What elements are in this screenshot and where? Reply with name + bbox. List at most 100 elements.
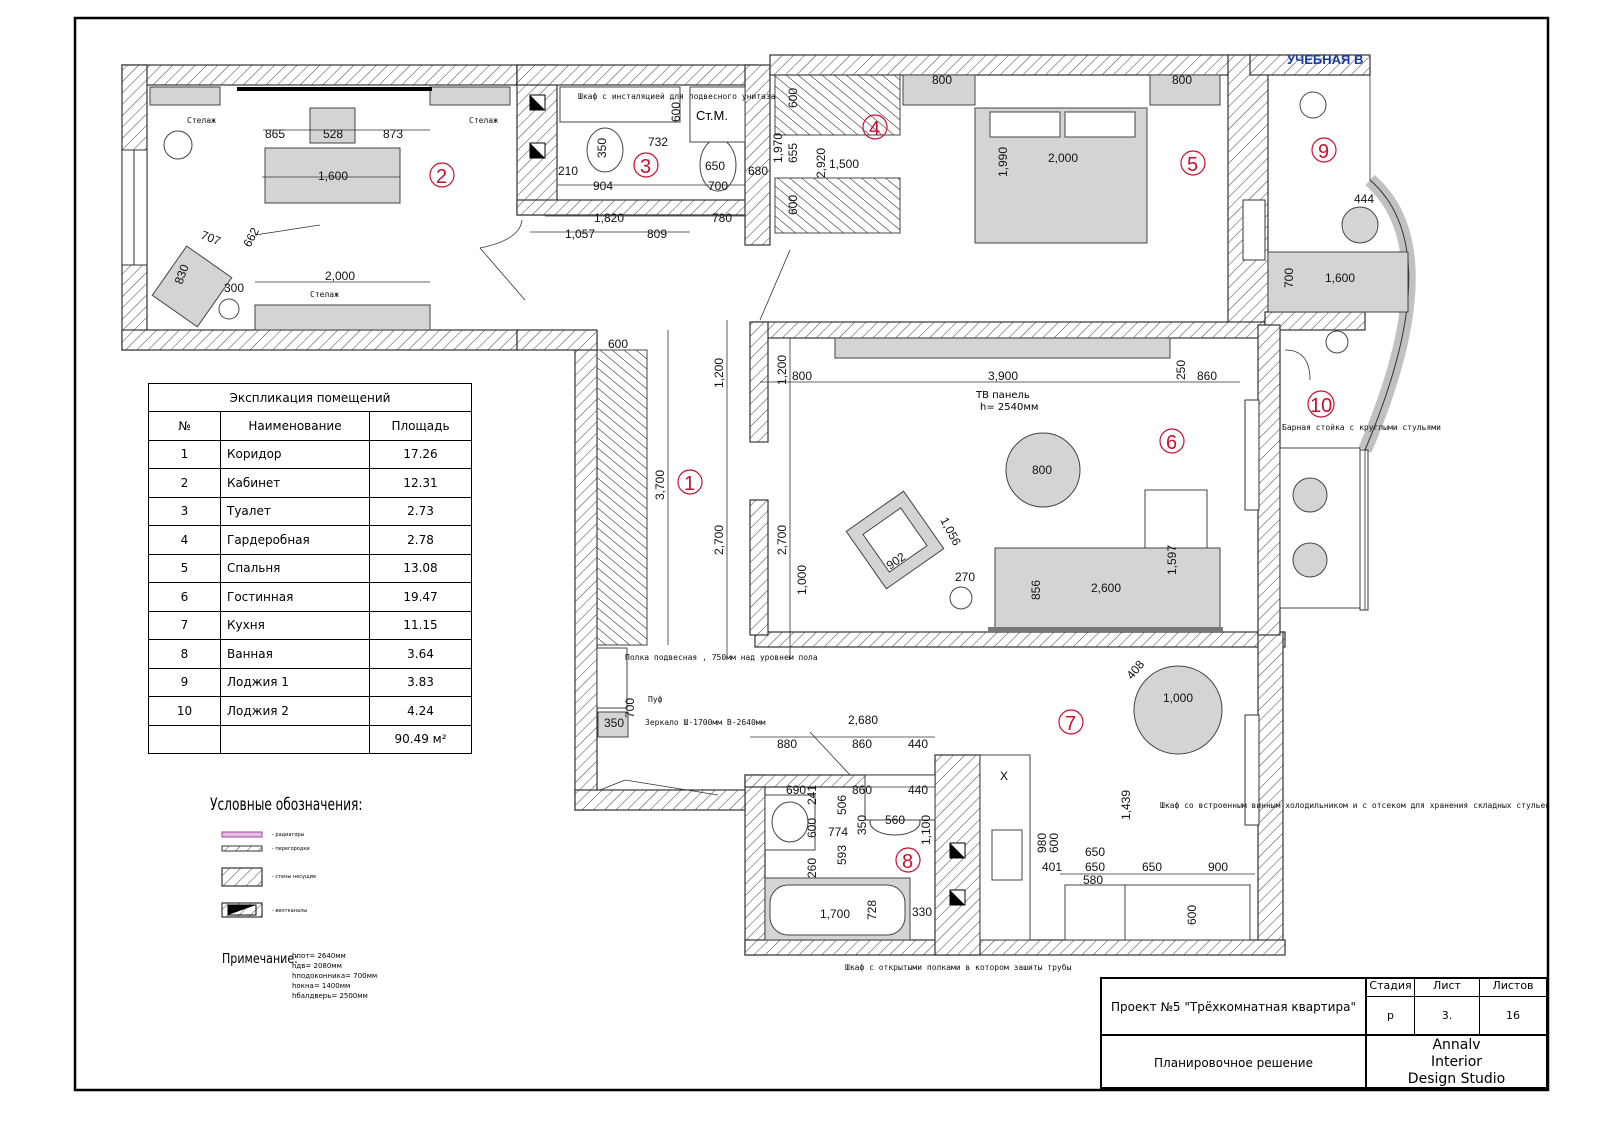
title-block: Проект №5 "Трёхкомнатная квартира" Плани… <box>1100 977 1548 1089</box>
svg-text:860: 860 <box>1197 369 1217 383</box>
room-2-furniture <box>149 86 511 331</box>
legend-vent-channels: - вентканалы <box>272 908 308 914</box>
svg-text:780: 780 <box>712 211 732 225</box>
room-number-3: 3 <box>640 156 651 178</box>
sheet-header: Лист <box>1415 979 1480 997</box>
svg-text:2,700: 2,700 <box>712 525 726 555</box>
room-number-7: 7 <box>1065 713 1076 735</box>
project-title: Проект №5 "Трёхкомнатная квартира" <box>1102 979 1367 1036</box>
svg-text:700: 700 <box>623 698 637 718</box>
sheets-header: Листов <box>1480 979 1546 997</box>
svg-text:350: 350 <box>595 138 609 158</box>
legend-title: Условные обозначения: <box>210 795 363 815</box>
header-name: Наименование <box>220 411 370 441</box>
legend-swatches <box>221 831 263 918</box>
svg-text:774: 774 <box>828 825 848 839</box>
svg-text:800: 800 <box>1032 463 1052 477</box>
svg-text:900: 900 <box>1208 860 1228 874</box>
svg-text:2,600: 2,600 <box>1091 581 1121 595</box>
label-puf: Пуф <box>648 695 663 704</box>
svg-text:408: 408 <box>1124 657 1148 682</box>
svg-text:1,200: 1,200 <box>712 358 726 388</box>
room-8-bath <box>764 774 936 941</box>
sheet-frame <box>73 16 1550 1092</box>
svg-text:1,439: 1,439 <box>1119 790 1133 820</box>
sheets-value: 16 <box>1480 997 1546 1036</box>
room-3-toilet <box>558 86 746 192</box>
stage-value: р <box>1367 997 1415 1036</box>
svg-text:1,057: 1,057 <box>565 227 595 241</box>
room-number-10: 10 <box>1310 395 1332 417</box>
svg-text:401: 401 <box>1042 860 1062 874</box>
room-6-living <box>834 330 1361 632</box>
svg-text:865: 865 <box>265 127 285 141</box>
room-number-1: 1 <box>684 473 695 495</box>
label-pipe-cabinet: Шкаф с открытыми полками в котором зашит… <box>845 962 1072 972</box>
svg-text:680: 680 <box>748 164 768 178</box>
svg-text:662: 662 <box>240 225 262 250</box>
corridor-1 <box>596 349 648 738</box>
room-number-8: 8 <box>902 851 913 873</box>
svg-text:732: 732 <box>648 135 668 149</box>
note-line: hпот= 2640мм <box>292 952 346 960</box>
total-area: 90.49 м² <box>369 724 472 754</box>
room-4-wardrobe <box>774 74 901 234</box>
svg-text:690: 690 <box>786 783 806 797</box>
svg-text:2,000: 2,000 <box>1048 151 1078 165</box>
svg-text:809: 809 <box>647 227 667 241</box>
svg-text:1,600: 1,600 <box>1325 271 1355 285</box>
svg-text:1,990: 1,990 <box>996 147 1010 177</box>
sheet-subtitle: Планировочное решение <box>1102 1036 1367 1089</box>
stage-header: Стадия <box>1367 979 1415 997</box>
svg-text:330: 330 <box>912 905 932 919</box>
svg-text:830: 830 <box>172 262 192 286</box>
note-line: hдв= 2080мм <box>292 962 342 970</box>
svg-text:350: 350 <box>604 716 624 730</box>
svg-text:350: 350 <box>855 815 869 835</box>
svg-text:800: 800 <box>792 369 812 383</box>
svg-text:210: 210 <box>558 164 578 178</box>
header-area: Площадь <box>369 411 472 441</box>
room-7-kitchen <box>979 665 1251 941</box>
room-number-9: 9 <box>1318 141 1329 163</box>
label-tv: ТВ панель <box>975 390 1030 401</box>
svg-text:650: 650 <box>705 159 725 173</box>
sheet-value: 3. <box>1415 997 1480 1036</box>
label-stelazh-3: Стелаж <box>310 290 339 299</box>
studio-name: Annalv Interior Design Studio <box>1367 1036 1546 1089</box>
windows <box>121 149 1266 826</box>
svg-text:980: 980 <box>1035 833 1049 853</box>
svg-text:241: 241 <box>805 785 819 805</box>
svg-text:880: 880 <box>777 737 797 751</box>
svg-text:1,500: 1,500 <box>829 157 859 171</box>
svg-text:707: 707 <box>199 228 223 249</box>
svg-text:800: 800 <box>932 73 952 87</box>
svg-text:580: 580 <box>1083 873 1103 887</box>
note-line: hбалдверь= 2500мм <box>292 992 368 1000</box>
explication-table: Экспликация помещений № Наименование Пло… <box>148 383 472 754</box>
svg-text:528: 528 <box>323 127 343 141</box>
study-badge: УЧЕБНАЯ В <box>1287 52 1364 67</box>
svg-text:1,000: 1,000 <box>795 565 809 595</box>
svg-text:1,056: 1,056 <box>937 515 964 548</box>
svg-text:600: 600 <box>669 102 683 122</box>
dimension-lines <box>255 129 1255 875</box>
room-labels: 1 2 3 4 5 6 7 8 9 10 <box>429 114 1337 873</box>
svg-text:860: 860 <box>852 737 872 751</box>
svg-text:1,000: 1,000 <box>1163 691 1193 705</box>
note-label: Примечание: <box>222 952 298 967</box>
svg-text:600: 600 <box>786 195 800 215</box>
svg-text:856: 856 <box>1029 580 1043 600</box>
svg-text:1,100: 1,100 <box>919 815 933 845</box>
label-bar: Барная стойка с круглыми стульями <box>1282 423 1441 432</box>
label-kitchen-x: X <box>1000 769 1008 783</box>
note-line: hподоконника= 700мм <box>292 972 378 980</box>
legend-partitions: - перегородки <box>272 846 310 852</box>
